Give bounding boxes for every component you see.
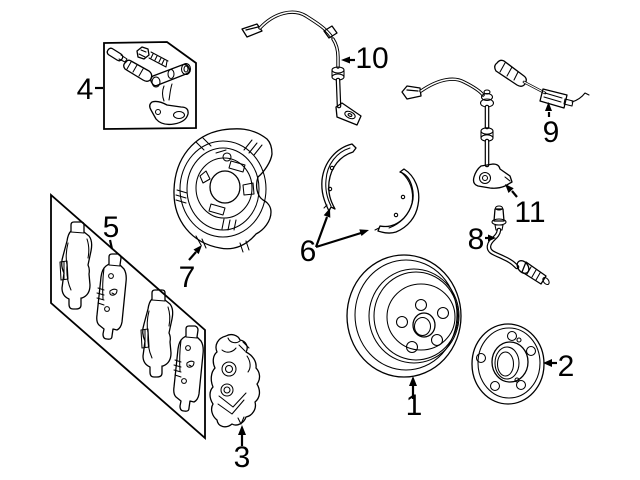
callout-7: 7 — [179, 245, 202, 294]
arrowhead-1 — [409, 376, 417, 386]
parking-brake-shoes — [321, 143, 420, 234]
shield-outline — [173, 128, 273, 250]
arrowhead-3 — [238, 425, 246, 435]
brake-pad-set — [50, 193, 206, 440]
callout-2-label: 2 — [558, 350, 575, 383]
wear-sensor — [494, 59, 590, 109]
brake-caliper — [209, 333, 261, 428]
callout-3-label: 3 — [234, 441, 251, 474]
callout-10-label: 10 — [355, 42, 388, 75]
callout-5-label: 5 — [103, 211, 120, 244]
callout-9-label: 9 — [543, 116, 560, 149]
callout-6-label: 6 — [300, 235, 317, 268]
arrowhead-6b — [359, 229, 369, 236]
hub-outer-edge — [471, 323, 545, 405]
arrowhead-8 — [488, 234, 496, 242]
wear-sensor-with-harness — [241, 10, 362, 126]
brake-pad-3 — [140, 289, 174, 378]
caliper-bracket — [149, 62, 192, 126]
callouts: 1 2 3 4 5 6 7 — [77, 42, 575, 474]
rotor-lug-holes — [395, 298, 450, 354]
shield-center-bore — [209, 170, 241, 204]
arrowhead-11 — [505, 184, 514, 193]
callout-3: 3 — [234, 425, 251, 474]
brake-pad-1 — [59, 221, 93, 310]
callout-1: 1 — [406, 376, 423, 422]
abs-speed-sensor — [401, 77, 513, 189]
brake-pad-4 — [173, 325, 204, 412]
sensor-head — [472, 163, 513, 189]
arrowhead-6a — [323, 208, 331, 218]
sensor-connector — [539, 88, 590, 109]
arrowhead-10 — [341, 56, 350, 64]
wheel-hub — [471, 323, 545, 405]
brake-rotor — [346, 254, 462, 378]
sensor-connector — [401, 85, 422, 100]
callout-8: 8 — [468, 223, 496, 256]
callout-10: 10 — [341, 42, 389, 75]
callout-5: 5 — [103, 211, 120, 250]
rotor-outer-edge — [346, 254, 462, 378]
callout-9: 9 — [543, 102, 560, 149]
arrowhead-2 — [543, 359, 552, 367]
rotor-center-bore — [412, 312, 436, 338]
sensor-tip — [335, 102, 362, 126]
callout-6: 6 — [300, 208, 369, 268]
arrowhead-7 — [193, 245, 202, 255]
brake-pad-2 — [96, 253, 127, 340]
callout-11-label: 11 — [514, 196, 545, 229]
harness-grommet — [323, 25, 338, 39]
callout-1-label: 1 — [406, 389, 423, 422]
caliper-outline — [209, 333, 261, 428]
brake-shoe-right — [374, 168, 420, 234]
guide-pin — [106, 47, 128, 63]
shield-slots — [199, 160, 255, 216]
sensor-body — [494, 59, 527, 87]
pad-set-box — [50, 193, 206, 440]
callout-4-label: 4 — [77, 73, 94, 106]
hose-fitting — [516, 260, 550, 286]
guide-bushing — [123, 59, 153, 82]
callout-11: 11 — [505, 184, 546, 229]
arrowhead-9 — [545, 102, 552, 111]
hub-center-bore — [491, 341, 529, 383]
callout-4: 4 — [77, 73, 103, 106]
callout-7-label: 7 — [179, 261, 196, 294]
callout-2: 2 — [543, 350, 574, 383]
brake-shoe-left — [321, 143, 357, 212]
guide-bolt — [136, 46, 169, 68]
splash-shield — [173, 128, 273, 253]
caliper-hardware-kit — [103, 41, 197, 130]
hardware-kit-box — [103, 41, 197, 130]
callout-8-label: 8 — [468, 223, 485, 256]
sensor-connector — [241, 23, 263, 38]
shield-hatching — [175, 137, 263, 253]
hub-lug-holes — [475, 330, 537, 392]
